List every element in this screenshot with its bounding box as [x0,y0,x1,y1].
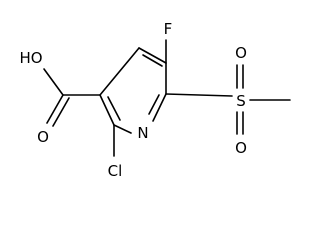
chlorine-label: Cl [108,162,123,180]
sulfur-label: S [236,92,246,110]
bond-ring-c6-n [152,93,167,122]
chemical-structure: HO O F N Cl S O O [19,20,291,180]
bond-ring-c2-c3-inner [107,96,121,121]
bond-carboxyl-carbonyl-double [52,97,70,127]
sulfonyl-oxygen-top-label: O [235,44,247,62]
bond-ring-c4-c5-inner [142,54,163,67]
sulfonyl-oxygen-bottom-label: O [235,139,247,157]
fluorine-label: F [164,20,173,38]
hydroxyl-label: HO [19,49,42,67]
bond-ring-c6-n-inner [148,94,160,115]
bond-carboxyl-hydroxyl [43,68,64,96]
bond-ring-c2-c3 [99,94,115,126]
bond-carboxyl-carbonyl [46,94,64,124]
bond-ring-n-c2 [113,124,132,134]
bond-c6-sulfur [165,93,233,97]
bonds [43,39,291,157]
atom-labels: HO O F N Cl S O O [19,20,246,180]
ring-nitrogen-label: N [137,124,148,142]
bond-ring-c3-c4 [99,47,140,96]
bond-ring-c4-c5 [138,47,167,64]
carbonyl-oxygen-label: O [37,128,49,146]
